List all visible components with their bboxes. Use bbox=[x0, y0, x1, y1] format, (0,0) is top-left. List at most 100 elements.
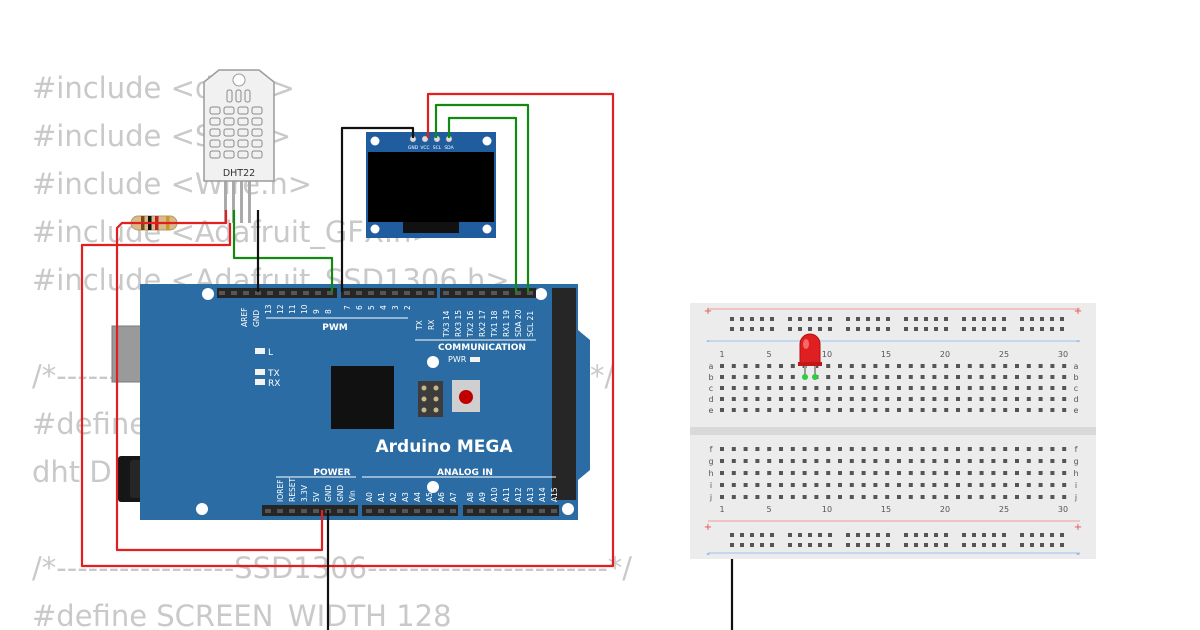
breadboard-hole[interactable] bbox=[967, 386, 972, 390]
breadboard-hole[interactable] bbox=[1062, 471, 1067, 475]
breadboard-hole[interactable] bbox=[932, 471, 937, 475]
breadboard-hole[interactable] bbox=[1003, 471, 1008, 475]
breadboard-hole[interactable] bbox=[1003, 386, 1008, 390]
breadboard-hole[interactable] bbox=[808, 533, 812, 537]
breadboard-hole[interactable] bbox=[897, 397, 901, 401]
breadboard-hole[interactable] bbox=[856, 543, 860, 547]
breadboard-hole[interactable] bbox=[924, 543, 928, 547]
breadboard-hole[interactable] bbox=[1050, 495, 1055, 499]
breadboard-hole[interactable] bbox=[885, 471, 890, 475]
breadboard-hole[interactable] bbox=[1015, 447, 1019, 451]
breadboard-hole[interactable] bbox=[802, 397, 807, 401]
breadboard-hole[interactable] bbox=[944, 327, 948, 331]
breadboard-hole[interactable] bbox=[849, 364, 854, 368]
breadboard-hole[interactable] bbox=[885, 408, 890, 412]
breadboard-hole[interactable] bbox=[1060, 317, 1064, 321]
breadboard-hole[interactable] bbox=[962, 543, 966, 547]
breadboard-hole[interactable] bbox=[873, 495, 878, 499]
breadboard-hole[interactable] bbox=[1060, 543, 1064, 547]
breadboard-hole[interactable] bbox=[838, 471, 842, 475]
breadboard-hole[interactable] bbox=[908, 375, 913, 379]
breadboard-hole[interactable] bbox=[838, 483, 842, 487]
breadboard-hole[interactable] bbox=[962, 533, 966, 537]
breadboard-hole[interactable] bbox=[826, 375, 831, 379]
breadboard-hole[interactable] bbox=[944, 317, 948, 321]
breadboard-hole[interactable] bbox=[846, 533, 850, 537]
breadboard-hole[interactable] bbox=[838, 408, 842, 412]
breadboard-hole[interactable] bbox=[1050, 543, 1054, 547]
breadboard-hole[interactable] bbox=[904, 533, 908, 537]
breadboard-hole[interactable] bbox=[767, 397, 772, 401]
breadboard-hole[interactable] bbox=[1038, 408, 1043, 412]
breadboard-hole[interactable] bbox=[731, 408, 736, 412]
breadboard-hole[interactable] bbox=[1030, 543, 1034, 547]
breadboard-hole[interactable] bbox=[755, 459, 760, 463]
breadboard-hole[interactable] bbox=[1038, 471, 1043, 475]
breadboard-hole[interactable] bbox=[873, 471, 878, 475]
breadboard-hole[interactable] bbox=[934, 327, 938, 331]
breadboard-hole[interactable] bbox=[873, 386, 878, 390]
breadboard-hole[interactable] bbox=[967, 397, 972, 401]
breadboard-hole[interactable] bbox=[743, 386, 748, 390]
breadboard-hole[interactable] bbox=[920, 397, 925, 401]
breadboard-hole[interactable] bbox=[779, 459, 783, 463]
breadboard-hole[interactable] bbox=[790, 408, 795, 412]
breadboard-hole[interactable] bbox=[750, 317, 754, 321]
breadboard-hole[interactable] bbox=[770, 327, 774, 331]
breadboard-hole[interactable] bbox=[873, 364, 878, 368]
breadboard-hole[interactable] bbox=[866, 327, 870, 331]
breadboard-hole[interactable] bbox=[1062, 447, 1067, 451]
breadboard-hole[interactable] bbox=[914, 533, 918, 537]
breadboard-hole[interactable] bbox=[861, 471, 866, 475]
breadboard-hole[interactable] bbox=[932, 397, 937, 401]
breadboard-hole[interactable] bbox=[767, 375, 772, 379]
breadboard-hole[interactable] bbox=[861, 447, 866, 451]
breadboard-hole[interactable] bbox=[808, 543, 812, 547]
breadboard-hole[interactable] bbox=[1015, 408, 1019, 412]
breadboard-hole[interactable] bbox=[897, 459, 901, 463]
breadboard-hole[interactable] bbox=[779, 364, 783, 368]
breadboard-hole[interactable] bbox=[1020, 317, 1024, 321]
breadboard-hole[interactable] bbox=[750, 533, 754, 537]
breadboard-hole[interactable] bbox=[932, 447, 937, 451]
breadboard-hole[interactable] bbox=[828, 543, 832, 547]
breadboard-hole[interactable] bbox=[897, 447, 901, 451]
breadboard-hole[interactable] bbox=[897, 364, 901, 368]
breadboard-hole[interactable] bbox=[755, 471, 760, 475]
breadboard-hole[interactable] bbox=[790, 364, 795, 368]
breadboard-hole[interactable] bbox=[932, 364, 937, 368]
breadboard-hole[interactable] bbox=[755, 447, 760, 451]
breadboard-hole[interactable] bbox=[767, 483, 772, 487]
breadboard-hole[interactable] bbox=[1015, 375, 1019, 379]
breadboard-hole[interactable] bbox=[720, 483, 724, 487]
breadboard-hole[interactable] bbox=[934, 317, 938, 321]
breadboard-hole[interactable] bbox=[904, 543, 908, 547]
breadboard-hole[interactable] bbox=[991, 375, 996, 379]
breadboard-hole[interactable] bbox=[755, 397, 760, 401]
breadboard-hole[interactable] bbox=[826, 495, 831, 499]
breadboard-hole[interactable] bbox=[720, 447, 724, 451]
breadboard-hole[interactable] bbox=[920, 471, 925, 475]
breadboard-hole[interactable] bbox=[861, 459, 866, 463]
breadboard-hole[interactable] bbox=[866, 317, 870, 321]
breadboard-hole[interactable] bbox=[956, 397, 960, 401]
red-led[interactable] bbox=[798, 333, 822, 380]
breadboard-hole[interactable] bbox=[849, 495, 854, 499]
breadboard-hole[interactable] bbox=[760, 317, 764, 321]
breadboard-hole[interactable] bbox=[826, 459, 831, 463]
breadboard-hole[interactable] bbox=[979, 364, 984, 368]
breadboard-hole[interactable] bbox=[861, 495, 866, 499]
breadboard-hole[interactable] bbox=[908, 471, 913, 475]
breadboard-hole[interactable] bbox=[873, 447, 878, 451]
breadboard-hole[interactable] bbox=[818, 327, 822, 331]
breadboard-hole[interactable] bbox=[1015, 459, 1019, 463]
breadboard-hole[interactable] bbox=[1003, 447, 1008, 451]
breadboard-hole[interactable] bbox=[731, 495, 736, 499]
breadboard-hole[interactable] bbox=[790, 386, 795, 390]
breadboard-hole[interactable] bbox=[802, 471, 807, 475]
breadboard-hole[interactable] bbox=[908, 459, 913, 463]
breadboard-hole[interactable] bbox=[731, 447, 736, 451]
breadboard-hole[interactable] bbox=[944, 483, 949, 487]
breadboard-hole[interactable] bbox=[944, 397, 949, 401]
breadboard-hole[interactable] bbox=[755, 408, 760, 412]
